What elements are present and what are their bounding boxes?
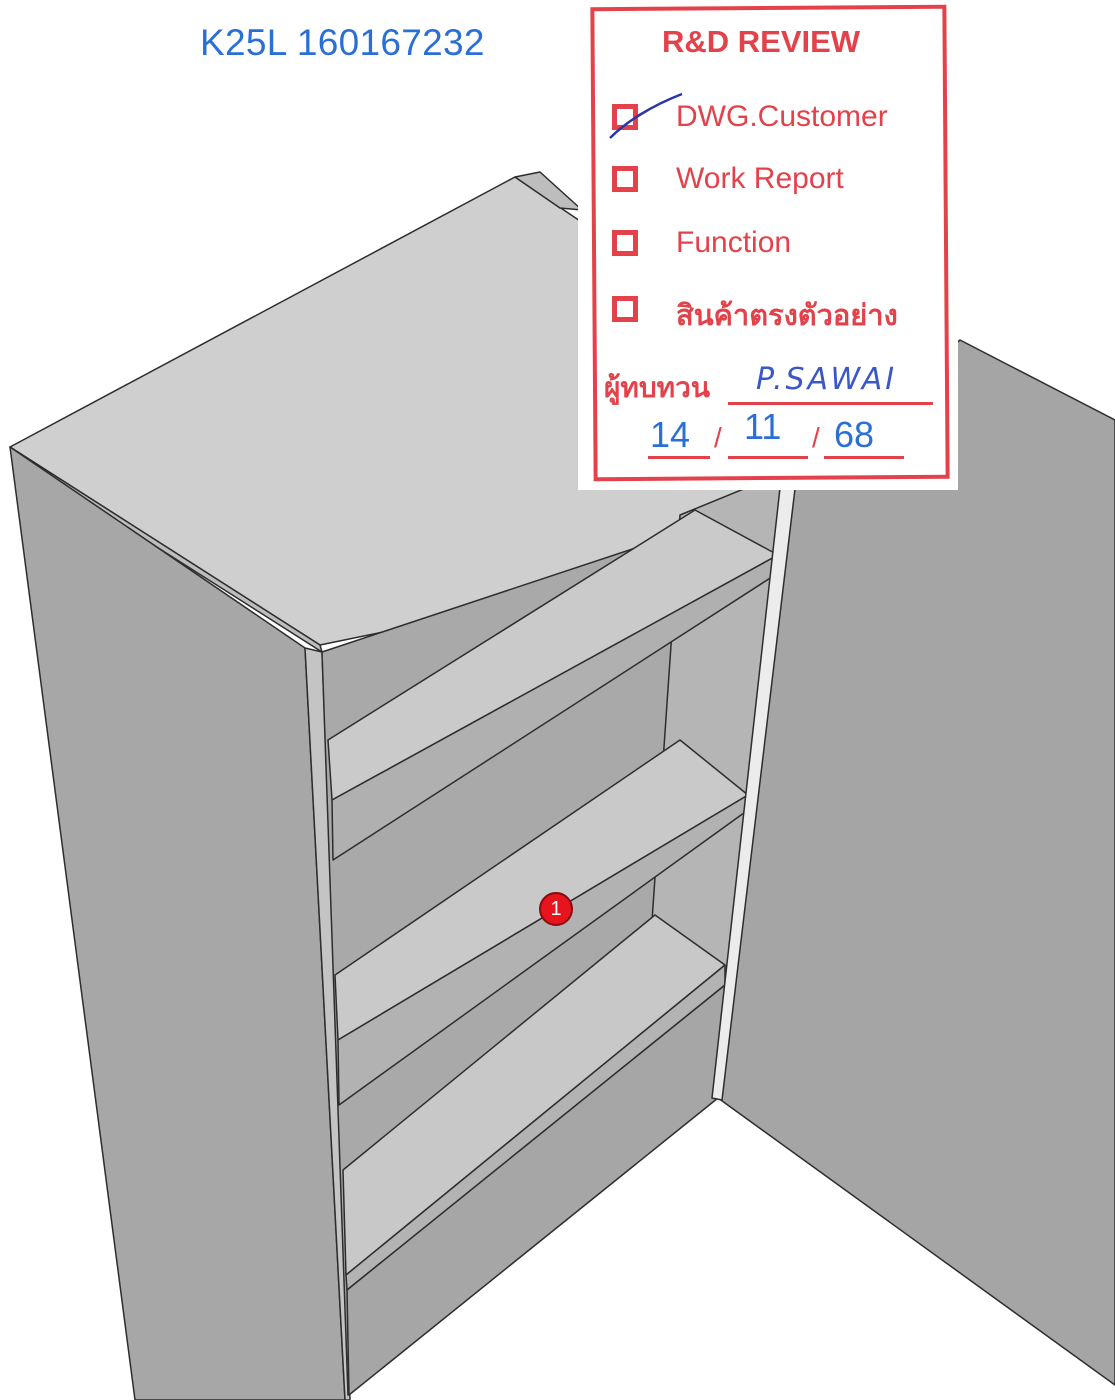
check-mark-icon bbox=[609, 92, 683, 139]
stamp-item-label: DWG.Customer bbox=[676, 100, 888, 133]
date-year: 68 bbox=[834, 414, 875, 455]
stamp-item-label: Work Report bbox=[676, 162, 844, 195]
document-code: K25L 160167232 bbox=[200, 22, 485, 63]
rd-review-stamp: R&D REVIEW DWG.Customer Work Report Func… bbox=[578, 0, 958, 490]
reviewer-name: P.SAWAI bbox=[756, 362, 898, 397]
checkbox-work-report bbox=[612, 166, 638, 192]
callout-marker-1: 1 bbox=[539, 892, 573, 926]
reviewer-signature-line bbox=[728, 402, 933, 405]
stamp-item-label: สินค้าตรงตัวอย่าง bbox=[676, 300, 898, 332]
date-month-line bbox=[728, 456, 808, 459]
stamp-item-label: Function bbox=[676, 226, 792, 259]
date-separator: / bbox=[714, 422, 722, 453]
cabinet-left-front-edge bbox=[304, 647, 351, 1400]
stamp-title: R&D REVIEW bbox=[662, 24, 861, 59]
checkbox-function bbox=[612, 230, 638, 256]
date-day-line bbox=[648, 456, 710, 459]
checkbox-sample-match bbox=[612, 296, 638, 322]
reviewer-label: ผู้ทบทวน bbox=[604, 372, 710, 403]
date-year-line bbox=[824, 456, 904, 459]
date-month: 11 bbox=[744, 406, 782, 447]
date-separator: / bbox=[812, 422, 820, 453]
cabinet-left-side bbox=[9, 446, 346, 1400]
date-day: 14 bbox=[650, 414, 691, 455]
